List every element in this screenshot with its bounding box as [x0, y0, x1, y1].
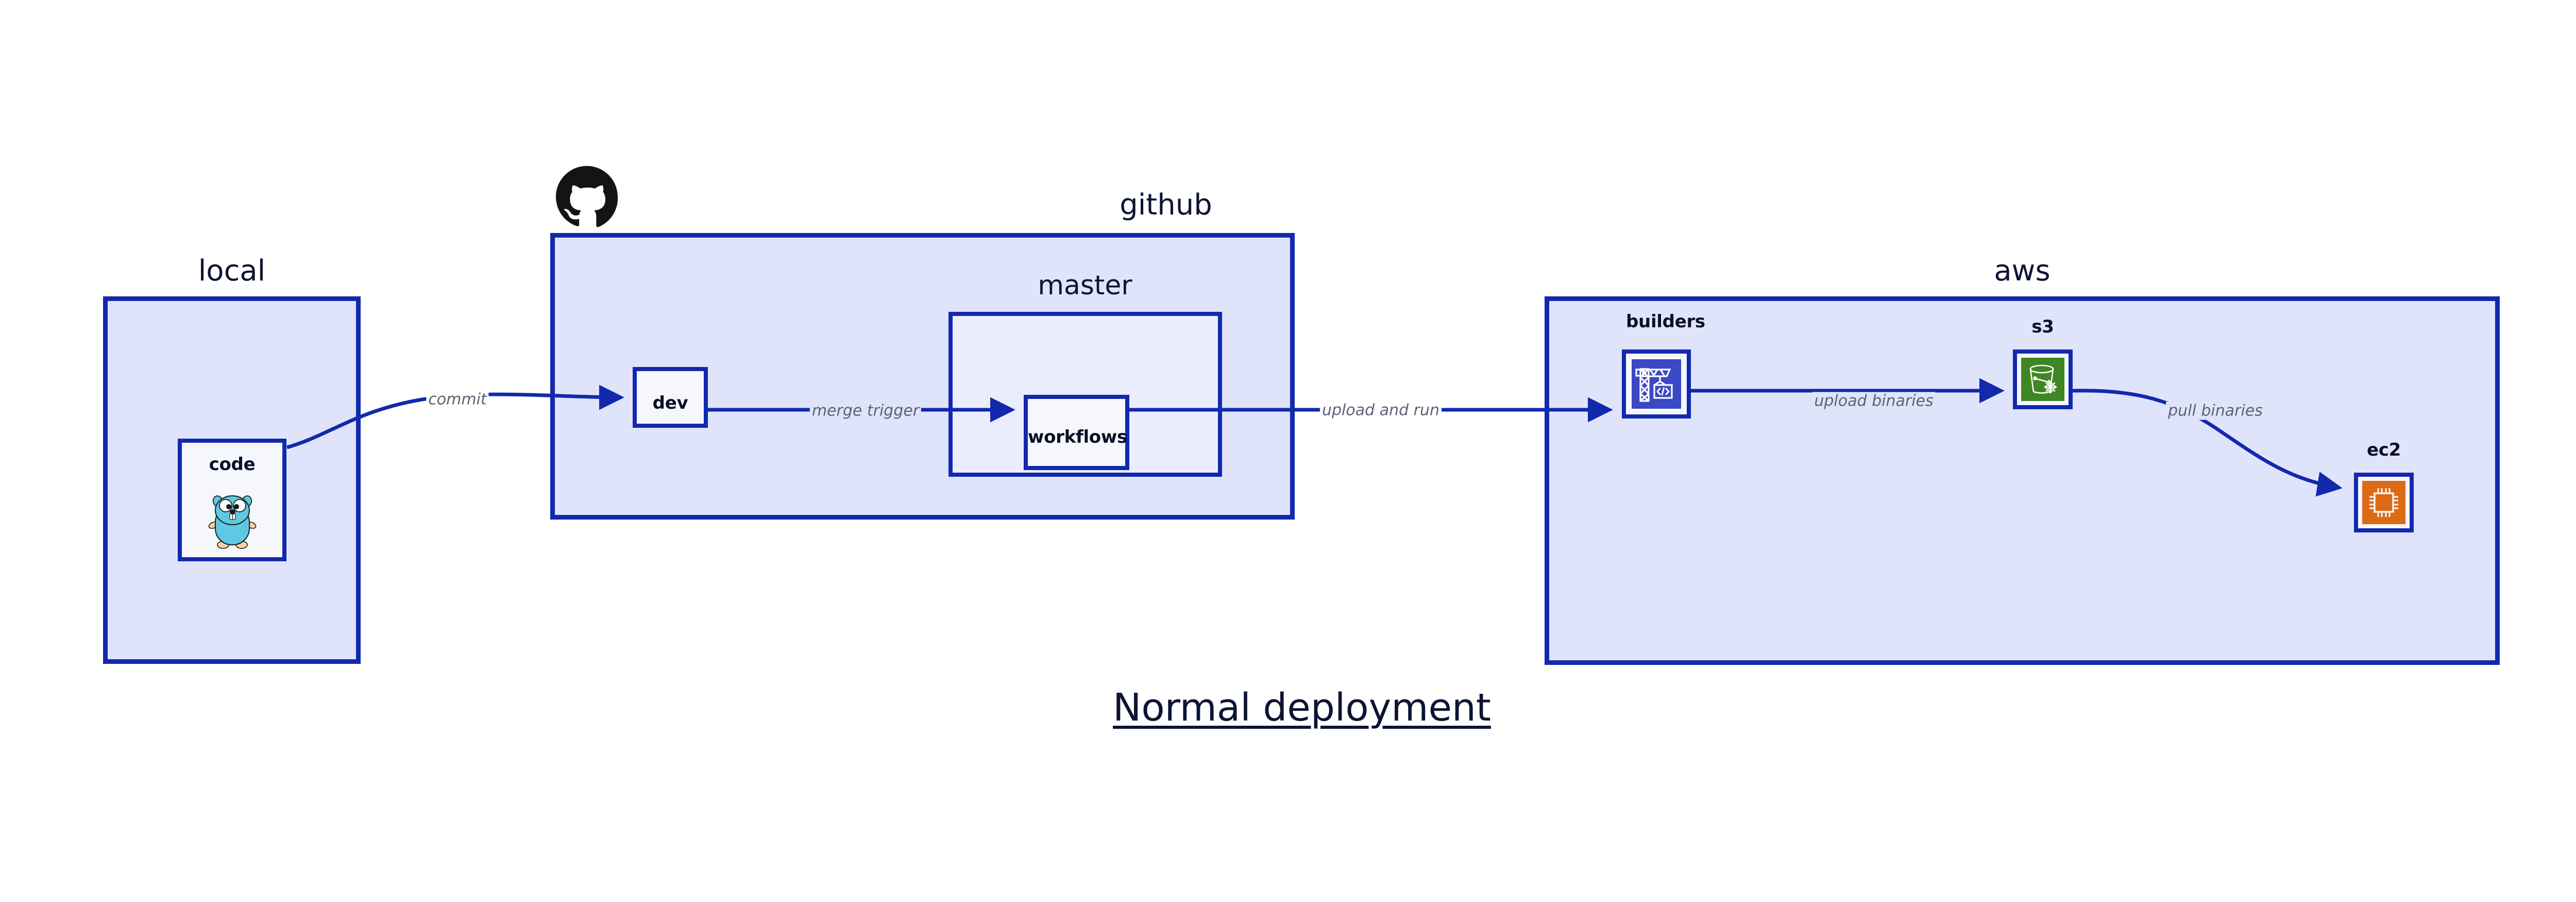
go-gopher-icon	[208, 495, 256, 549]
node-workflows[interactable]: workflows	[1024, 395, 1129, 470]
github-octocat-icon[interactable]	[555, 166, 618, 228]
node-label-builders: builders	[1626, 311, 1705, 332]
cpu-chip-icon	[2362, 481, 2405, 524]
node-s3[interactable]: s3	[2013, 316, 2073, 409]
node-dev[interactable]: dev	[633, 367, 708, 428]
node-label-s3: s3	[2031, 316, 2054, 337]
node-code[interactable]: code	[178, 439, 286, 561]
edge-label-merge-trigger: merge trigger	[809, 402, 922, 420]
group-title-local: local	[198, 254, 266, 288]
node-label-ec2: ec2	[2367, 440, 2401, 460]
figure-caption: Normal deployment	[1113, 686, 1491, 730]
node-ec2[interactable]: ec2	[2354, 440, 2414, 532]
node-label-code: code	[209, 454, 256, 475]
edge-label-commit: commit	[426, 390, 489, 409]
group-title-master: master	[1038, 270, 1132, 301]
group-title-github: github	[1120, 188, 1212, 222]
edge-label-upload-binaries: upload binaries	[1812, 392, 1936, 410]
node-label-workflows: workflows	[1028, 427, 1127, 447]
s3-bucket-icon	[2021, 358, 2064, 401]
node-builders[interactable]: builders	[1622, 311, 1705, 419]
node-label-dev: dev	[652, 393, 688, 413]
edge-label-pull-binaries: pull binaries	[2166, 402, 2265, 420]
edge-label-upload-and-run: upload and run	[1319, 401, 1442, 420]
crane-code-icon	[1632, 359, 1681, 409]
group-title-aws: aws	[1994, 254, 2050, 288]
